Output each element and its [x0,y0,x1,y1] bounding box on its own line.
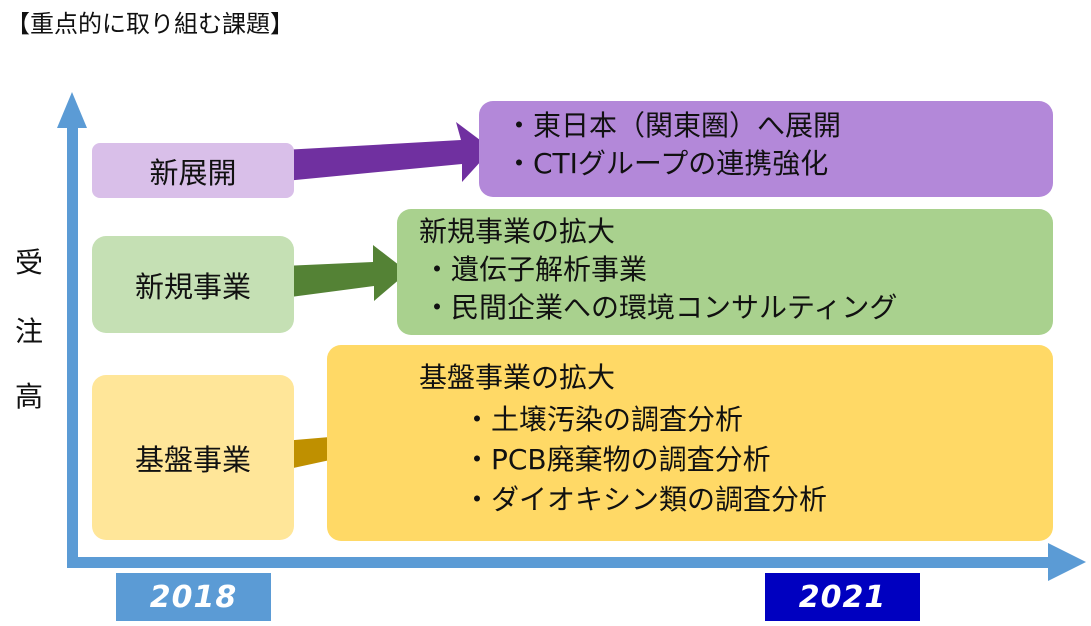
detail-heading: 新規事業の拡大 [419,215,616,248]
y-axis-arrowhead [57,92,87,128]
y-axis-line [67,120,78,568]
detail-line: ・PCB廃棄物の調査分析 [463,443,771,476]
year-end-label: 2021 [765,573,920,621]
detail-box-new-expansion: ・東日本（関東圏）へ展開 ・CTIグループの連携強化 [479,101,1053,197]
detail-line: ・民間企業への環境コンサルティング [423,291,898,324]
category-label: 新規事業 [134,269,251,304]
detail-line: ・CTIグループの連携強化 [505,147,829,180]
category-core-business: 基盤事業 [92,375,294,540]
y-axis-label-char-1: 受 [15,246,44,279]
category-new-business: 新規事業 [92,236,294,333]
y-axis-label-char-3: 高 [15,380,44,413]
arrow-new-business [283,245,408,301]
category-label: 基盤事業 [134,442,251,477]
detail-box-new-business: 新規事業の拡大 ・遺伝子解析事業 ・民間企業への環境コンサルティング [397,209,1053,335]
detail-line: ・土壌汚染の調査分析 [463,403,744,436]
detail-line: ・東日本（関東圏）へ展開 [505,109,842,142]
detail-line: ・ダイオキシン類の調査分析 [463,483,828,516]
category-new-expansion: 新展開 [92,143,294,198]
detail-heading: 基盤事業の拡大 [419,361,616,394]
detail-line: ・遺伝子解析事業 [423,253,648,286]
arrow-new-expansion [283,122,492,182]
page-title: 【重点的に取り組む課題】 [6,10,294,38]
y-axis-label-char-2: 注 [15,315,44,348]
year-start-label: 2018 [116,573,271,621]
x-axis-line [67,557,1057,568]
category-label: 新展開 [149,155,237,190]
x-axis-arrowhead [1048,543,1086,581]
detail-box-core-business: 基盤事業の拡大 ・土壌汚染の調査分析 ・PCB廃棄物の調査分析 ・ダイオキシン類… [327,345,1053,541]
